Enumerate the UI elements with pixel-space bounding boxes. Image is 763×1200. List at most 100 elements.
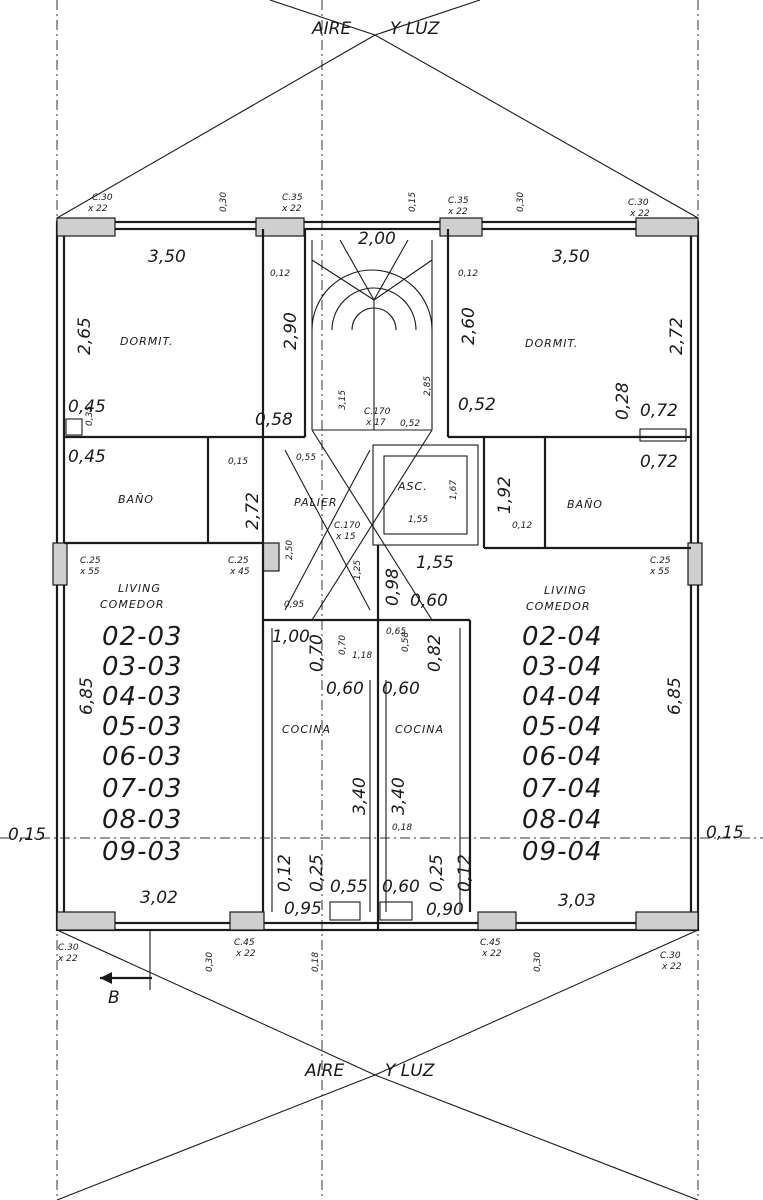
left-unit-number: 03-03 [102,652,183,682]
right-kitchen: 0,60 0,82 0,60 COCINA 3,40 0,18 0,60 0,2… [382,591,475,920]
right-kitchen-bottom-left: 0,60 [382,877,420,897]
right-bath-offset: 0,12 [512,521,532,531]
right-bedroom-width: 3,50 [552,247,590,267]
left-kitchen-bottom-right: 0,55 [330,877,368,897]
right-duct-top: 0,72 [640,401,678,421]
col-mid-left-a: C.25 [80,556,101,566]
light-well-top-word-2: Y LUZ [390,19,440,39]
light-well-diagonals [56,0,699,1200]
column-bottom-right [635,911,699,931]
col-mid-left-b: x 55 [79,567,100,577]
left-side-offset: 0,15 [8,825,46,845]
duct-d: 0,58 [401,632,411,652]
left-duct-bottom: 0,45 [68,447,106,467]
steps-2b: x 15 [335,532,356,542]
left-unit-number: 09-03 [102,837,183,867]
lobby-label: PALIER [294,496,338,509]
right-kitchen-depth: 3,40 [389,777,409,815]
interior-walls [64,229,691,930]
column-mid-right [687,542,703,586]
arrow-left-icon [100,972,112,984]
left-kitchen: 1,00 0,70 0,60 COCINA 3,40 0,12 0,25 0,5… [272,627,370,919]
right-unit-number: 03-04 [522,652,603,682]
col-top-4-a: C.30 [628,198,649,208]
right-bedroom-door: 0,52 [458,395,496,415]
col-bottom-4-a: C.30 [660,951,681,961]
col-bottom-offset-2: 0,18 [311,952,321,972]
right-bedroom-depth: 2,72 [667,317,687,355]
top-column-labels: C.30 x 22 C.35 x 22 C.35 x 22 C.30 x 22 … [87,192,650,219]
right-kitchen-depth-top: 0,82 [425,634,445,672]
right-unit-numbers: 02-04 03-04 04-04 05-04 06-04 07-04 08-0… [522,622,603,867]
right-kitchen-offset: 0,18 [392,823,412,833]
col-top-4-b: x 22 [629,209,650,219]
right-closet-width: 0,12 [458,269,478,279]
left-closet-width: 0,12 [270,269,290,279]
right-closet-depth: 2,60 [459,307,479,345]
right-kitchen-bottom-right: 0,12 [455,854,475,892]
left-living-label-2: COMEDOR [100,598,165,611]
col-bottom-offset-3: 0,30 [533,952,543,972]
light-well-bottom-word-1: AIRE [304,1061,344,1081]
left-kitchen-depth-top: 0,70 [307,634,327,672]
duct-c: 0,65 [386,627,406,637]
right-duct-side: 0,28 [613,382,633,420]
left-duct-top: 0,45 [68,397,106,417]
right-kitchen-bottom-mid: 0,25 [427,854,447,892]
right-living-depth: 6,85 [665,677,685,715]
steps-2: C.170 [334,521,361,531]
section-marker: B [100,930,152,1008]
right-unit-number: 04-04 [522,682,603,712]
right-unit-number: 05-04 [522,712,603,742]
staircase [284,239,433,621]
section-marker-label: B [108,988,120,1008]
left-unit-numbers: 02-03 03-03 04-03 05-03 06-03 07-03 08-0… [102,622,183,867]
right-bath-label: BAÑO [567,498,603,511]
left-kitchen-wall: 0,60 [326,679,364,699]
structural-columns [52,217,703,931]
col-top-3-a: C.35 [448,196,469,206]
col-mid-center-b: x 45 [229,567,250,577]
stair-a: 3,15 [338,390,348,410]
right-unit-number: 09-04 [522,837,603,867]
right-unit-number: 07-04 [522,774,603,804]
col-bottom-3-a: C.45 [480,938,501,948]
right-unit-number: 08-04 [522,805,603,835]
col-top-2-a: C.35 [282,193,303,203]
right-living-front: 3,03 [558,891,596,911]
lobby-b: 2,50 [285,540,295,560]
right-living: C.25 x 55 LIVING COMEDOR 6,85 0,15 3,03 [526,556,744,911]
right-bath: 0,72 0,28 0,72 BAÑO 1,92 0,12 [495,382,678,531]
left-kitchen-width-top: 1,00 [272,627,310,647]
col-top-offset-2: 0,15 [408,192,418,212]
left-unit-number: 06-03 [102,742,183,772]
col-mid-right-b: x 55 [649,567,670,577]
left-bedroom-depth: 2,65 [75,317,95,355]
left-bath-label: BAÑO [118,493,154,506]
right-living-label-1: LIVING [544,584,587,597]
right-kitchen-front: 0,90 [426,900,464,920]
elevator-width: 1,55 [408,515,428,525]
left-kitchen-bottom-mid: 0,25 [307,854,327,892]
column-mid-left [52,542,68,586]
left-kitchen-bottom-left: 0,12 [275,854,295,892]
light-well-top-label: AIRE Y LUZ [311,19,440,39]
left-living-depth: 6,85 [77,677,97,715]
col-top-offset-3: 0,30 [516,192,526,212]
column-top-mid-right [439,217,483,237]
left-kitchen-label: COCINA [282,723,331,736]
left-kitchen-depth: 3,40 [350,777,370,815]
column-mid-center [262,542,280,572]
bottom-column-labels: C.30 x 22 C.45 x 22 C.45 x 22 C.30 x 22 … [57,938,682,972]
left-kitchen-front: 0,95 [284,899,322,919]
col-bottom-1-a: C.30 [58,943,79,953]
right-kitchen-wall-top: 0,60 [410,591,448,611]
left-duct-side: 0,35 [85,406,95,426]
right-side-offset: 0,15 [706,823,744,843]
column-bottom-left [56,911,116,931]
col-top-offset-1: 0,30 [219,192,229,212]
left-unit-number: 04-03 [102,682,183,712]
right-unit-number: 06-04 [522,742,603,772]
right-kitchen-wall: 0,60 [382,679,420,699]
